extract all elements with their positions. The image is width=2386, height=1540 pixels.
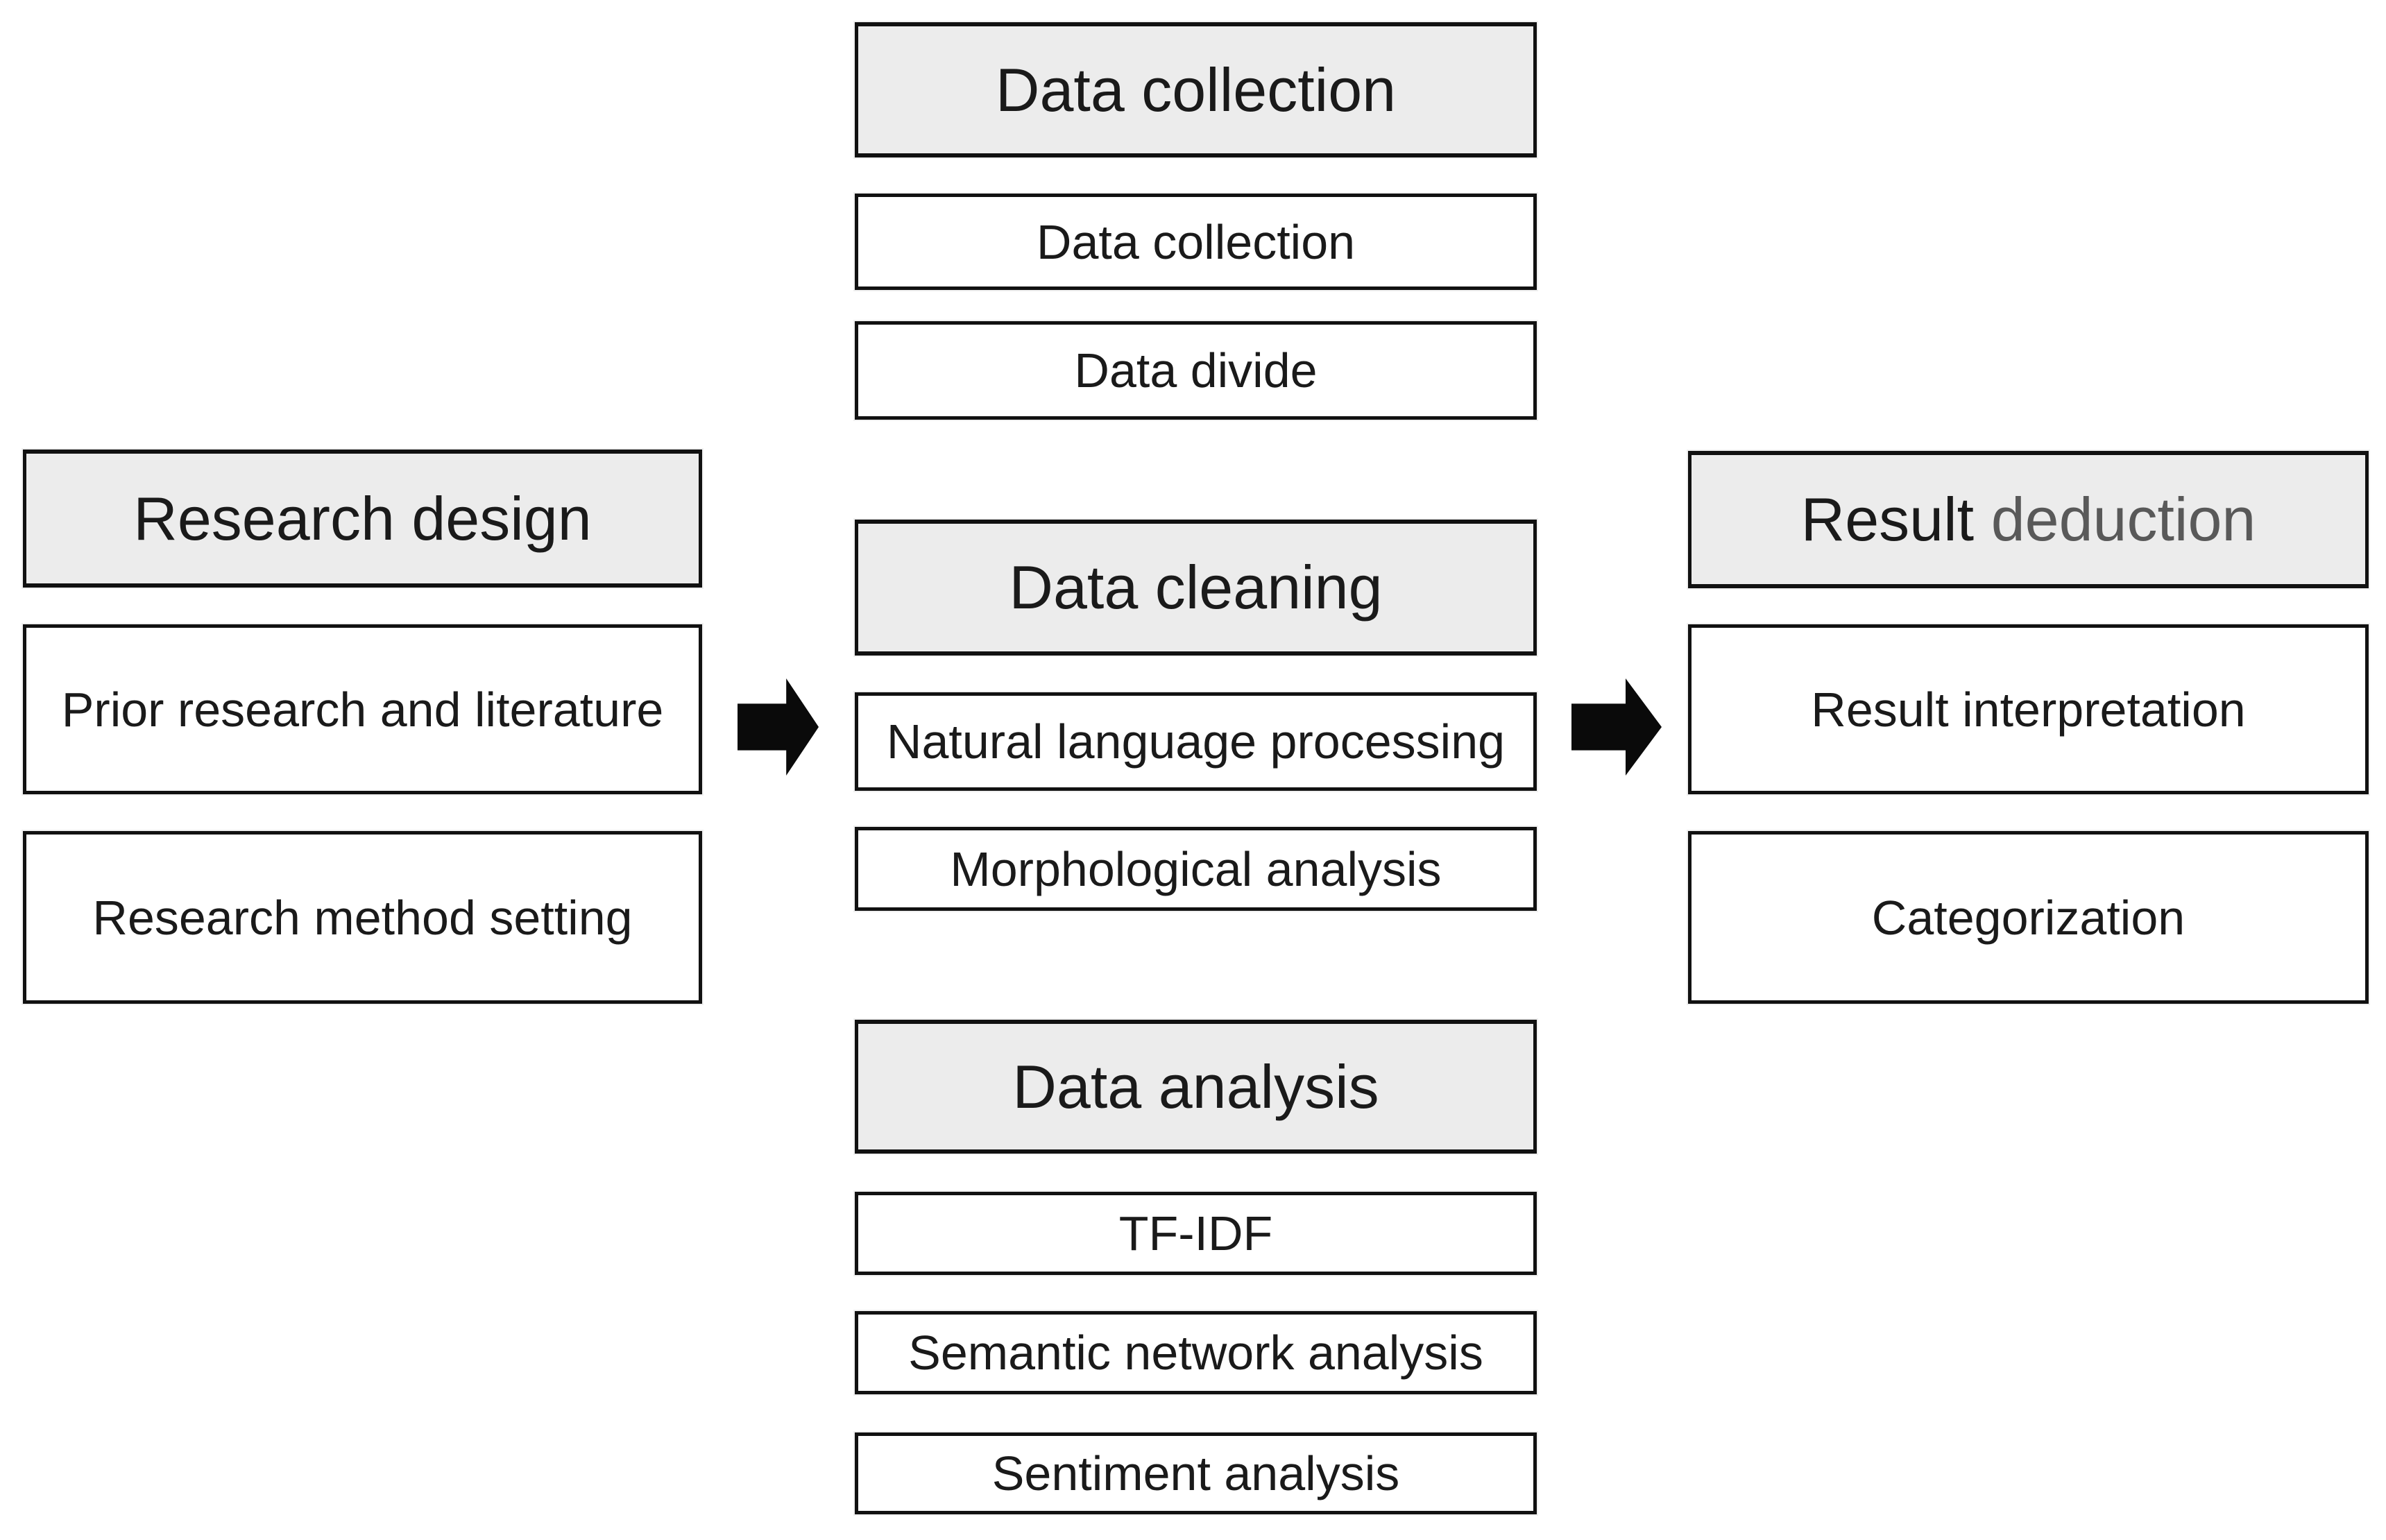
section-header-data-analysis: Data analysis [855, 1020, 1537, 1154]
section-header-label: Data collection [995, 55, 1397, 124]
step-label: Research method setting [92, 890, 633, 945]
step-label: Prior research and literature [61, 682, 664, 737]
step-label: Result interpretation [1811, 682, 2246, 737]
step-box-categorization: Categorization [1688, 831, 2369, 1004]
step-label: Sentiment analysis [991, 1446, 1400, 1500]
step-label: Data divide [1074, 343, 1318, 397]
step-box-sentiment-analysis: Sentiment analysis [855, 1432, 1537, 1514]
step-label: Categorization [1871, 890, 2185, 945]
section-header-label-secondary: deduction [1991, 485, 2256, 554]
step-box-semantic-network-analysis: Semantic network analysis [855, 1311, 1537, 1394]
section-header-label: Data analysis [1012, 1052, 1379, 1121]
step-box-natural-language-processing: Natural language processing [855, 692, 1537, 791]
section-header-result-deduction: Result deduction [1688, 451, 2369, 588]
step-label: Natural language processing [886, 715, 1506, 769]
section-header-data-collection: Data collection [855, 22, 1537, 157]
step-box-result-interpretation: Result interpretation [1688, 624, 2369, 794]
section-header-data-cleaning: Data cleaning [855, 520, 1537, 656]
step-label: TF-IDF [1118, 1206, 1273, 1260]
section-header-label: Data cleaning [1009, 553, 1383, 622]
step-label: Data collection [1036, 214, 1356, 269]
step-label: Morphological analysis [950, 841, 1442, 896]
flow-arrow-right-icon [1571, 678, 1662, 776]
section-header-label: Research design [133, 484, 592, 553]
step-label: Semantic network analysis [908, 1326, 1483, 1380]
step-box-data-divide: Data divide [855, 321, 1537, 420]
step-box-data-collection: Data collection [855, 194, 1537, 290]
section-header-research-design: Research design [23, 450, 702, 588]
step-box-research-method-setting: Research method setting [23, 831, 702, 1004]
flow-arrow-right-icon [738, 678, 819, 776]
section-header-label-primary: Result [1800, 485, 1975, 554]
step-box-prior-research-and-literature: Prior research and literature [23, 624, 702, 794]
step-box-morphological-analysis: Morphological analysis [855, 827, 1537, 911]
step-box-tf-idf: TF-IDF [855, 1192, 1537, 1275]
